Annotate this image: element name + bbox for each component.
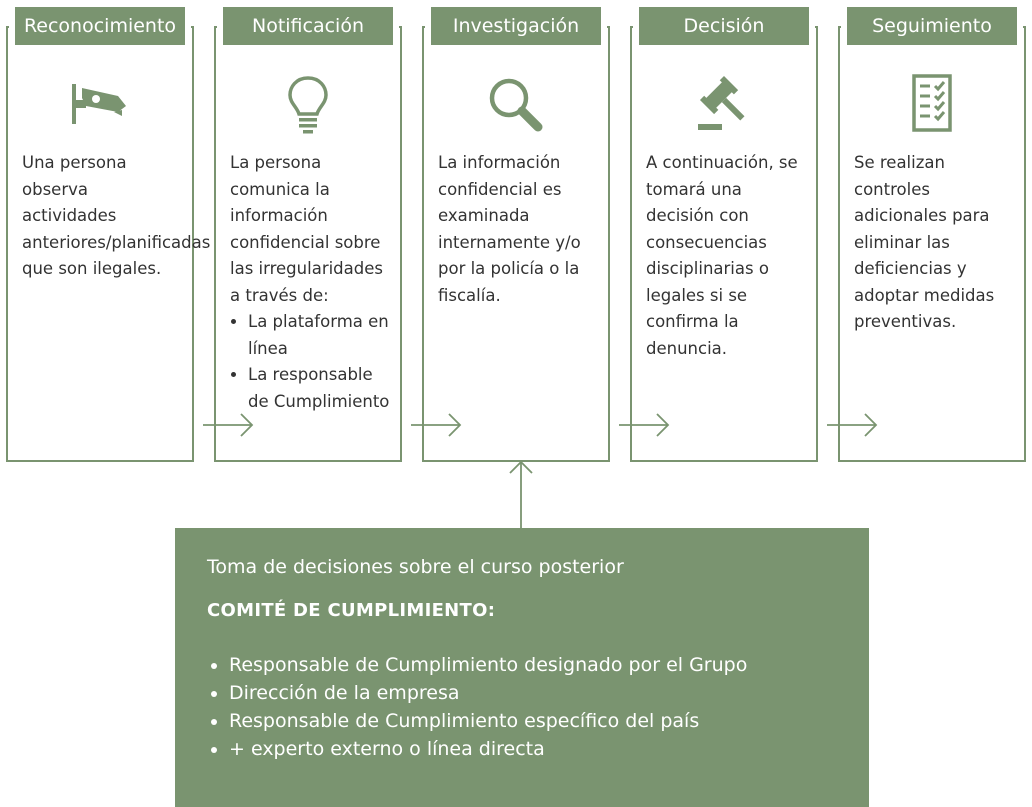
step-title: Reconocimiento bbox=[15, 7, 185, 45]
checklist-icon bbox=[840, 74, 1024, 134]
step-investigacion: Investigación La información confidencia… bbox=[422, 7, 610, 462]
committee-title: COMITÉ DE CUMPLIMIENTO: bbox=[207, 600, 496, 621]
step-decision: Decisión A continuación, se tomará una d… bbox=[630, 7, 818, 462]
step-text: A continuación, se tomará una decisión c… bbox=[646, 153, 798, 358]
list-item: Responsable de Cumplimiento designado po… bbox=[229, 651, 837, 679]
step-title: Decisión bbox=[639, 7, 809, 45]
step-reconocimiento: Reconocimiento Una persona observa activ… bbox=[6, 7, 211, 462]
surveillance-camera-icon bbox=[8, 74, 192, 134]
lightbulb-icon bbox=[216, 74, 400, 134]
step-title: Notificación bbox=[223, 7, 393, 45]
gavel-icon bbox=[632, 74, 816, 134]
committee-box: Toma de decisiones sobre el curso poster… bbox=[175, 528, 869, 807]
step-description: La persona comunica la información confi… bbox=[230, 150, 392, 415]
step-description: Una persona observa actividades anterior… bbox=[22, 150, 211, 283]
step-text: La persona comunica la información confi… bbox=[230, 153, 383, 305]
step-notificacion: Notificación La persona comunica la info… bbox=[214, 7, 402, 462]
list-item: Responsable de Cumplimiento específico d… bbox=[229, 707, 837, 735]
list-item: + experto externo o línea directa bbox=[229, 735, 837, 763]
step-title: Investigación bbox=[431, 7, 601, 45]
step-text: Se realizan controles adicionales para e… bbox=[854, 153, 995, 331]
step-seguimiento: Seguimiento Se realizan controles adicio… bbox=[838, 7, 1026, 462]
step-bullet-list: La plataforma en línea La responsable de… bbox=[230, 309, 392, 415]
magnifier-icon bbox=[424, 74, 608, 134]
step-text: La información confidencial es examinada… bbox=[438, 153, 581, 305]
step-title: Seguimiento bbox=[847, 7, 1017, 45]
list-item: La responsable de Cumplimiento bbox=[248, 362, 392, 415]
committee-intro: Toma de decisiones sobre el curso poster… bbox=[207, 556, 624, 578]
step-text: Una persona observa actividades anterior… bbox=[22, 153, 211, 278]
step-description: A continuación, se tomará una decisión c… bbox=[646, 150, 808, 362]
step-description: La información confidencial es examinada… bbox=[438, 150, 600, 309]
list-item: La plataforma en línea bbox=[248, 309, 392, 362]
step-description: Se realizan controles adicionales para e… bbox=[854, 150, 1016, 336]
committee-members: Responsable de Cumplimiento designado po… bbox=[207, 651, 837, 763]
arrow-up-icon bbox=[509, 460, 533, 528]
list-item: Dirección de la empresa bbox=[229, 679, 837, 707]
